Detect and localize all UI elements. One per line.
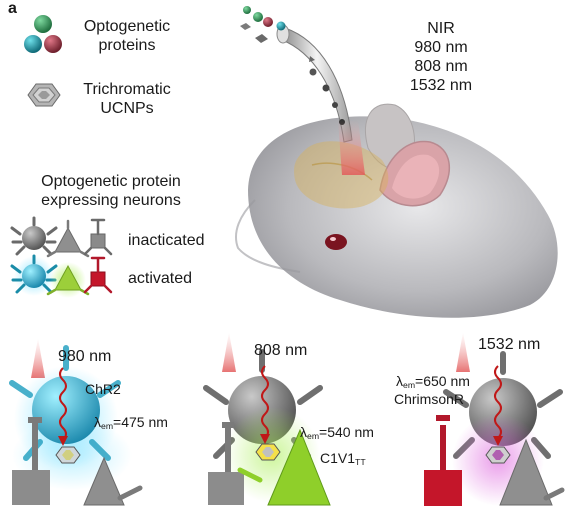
activated-neuron-icons [10, 254, 113, 298]
legend-proteins-label: Optogenetic proteins [72, 17, 182, 55]
nir-wavelength-3: 1532 nm [409, 77, 473, 94]
legend-proteins-line1: Optogenetic [83, 18, 171, 35]
mouse-head-illustration [235, 103, 558, 318]
legend-neurons-line2: expressing neurons [41, 192, 181, 209]
emission-value: =475 nm [113, 414, 168, 430]
inactivated-neuron-icons [10, 216, 113, 258]
wavy-nir-arrow [59, 367, 67, 441]
panel2-opsin-label: C1V1TT [320, 450, 366, 471]
emission-subscript: em [101, 421, 114, 432]
nir-wavelength-list: NIR 980 nm 808 nm 1532 nm [398, 19, 484, 95]
emission-symbol: λ [396, 373, 403, 389]
injected-particles [240, 6, 286, 43]
panel1-opsin-label: ChR2 [85, 381, 121, 397]
legend-proteins-line2: proteins [98, 37, 156, 54]
panel-label: a [8, 0, 17, 17]
emission-symbol: λ [300, 424, 307, 440]
panel-chrimsonr [424, 332, 565, 506]
legend-neurons-line1: Optogenetic protein [41, 173, 181, 190]
panel1-emission-label: λem=475 nm [94, 414, 168, 435]
legend-neurons-label: Optogenetic protein expressing neurons [20, 172, 202, 210]
ucnp-particle [255, 443, 281, 461]
panel-chr2 [9, 338, 143, 506]
legend-activated-label: activated [128, 270, 193, 287]
legend-ucnp-line1: Trichromatic [83, 81, 171, 98]
wavy-nir-arrow [261, 365, 269, 439]
emission-value: =540 nm [319, 424, 374, 440]
emission-subscript: em [403, 380, 416, 391]
emission-subscript: em [307, 431, 320, 442]
protein-cluster-icon [24, 15, 62, 53]
panel2-excitation-label: 808 nm [254, 342, 308, 359]
panel3-emission-label: λem=650 nm [396, 373, 470, 394]
opsin-main: C1V1 [320, 450, 356, 466]
ucnp-particle [485, 446, 511, 464]
panel1-excitation-label: 980 nm [58, 348, 112, 365]
panel-c1v1 [203, 332, 331, 506]
emission-symbol: λ [94, 414, 101, 430]
panel3-opsin-label: ChrimsonR [394, 391, 465, 407]
nir-light-beam [338, 120, 365, 175]
emission-value: =650 nm [415, 373, 470, 389]
legend-ucnp-label: Trichromatic UCNPs [72, 80, 182, 118]
legend-ucnp-line2: UCNPs [100, 100, 154, 117]
panel2-emission-label: λem=540 nm [300, 424, 374, 445]
nir-title: NIR [427, 20, 455, 37]
nir-wavelength-1: 980 nm [414, 39, 468, 56]
ucnp-particle [55, 446, 81, 464]
panel3-excitation-label: 1532 nm [478, 336, 541, 353]
nir-beam-1532 [456, 332, 470, 372]
nir-beam-808 [222, 332, 236, 372]
ucnp-hexagon-icon [27, 83, 61, 107]
opsin-subscript: TT [355, 457, 366, 468]
nir-beam-980 [31, 338, 45, 378]
nir-wavelength-2: 808 nm [414, 58, 468, 75]
wavy-nir-arrow [494, 365, 502, 440]
legend-inactivated-label: inacticated [128, 232, 205, 249]
